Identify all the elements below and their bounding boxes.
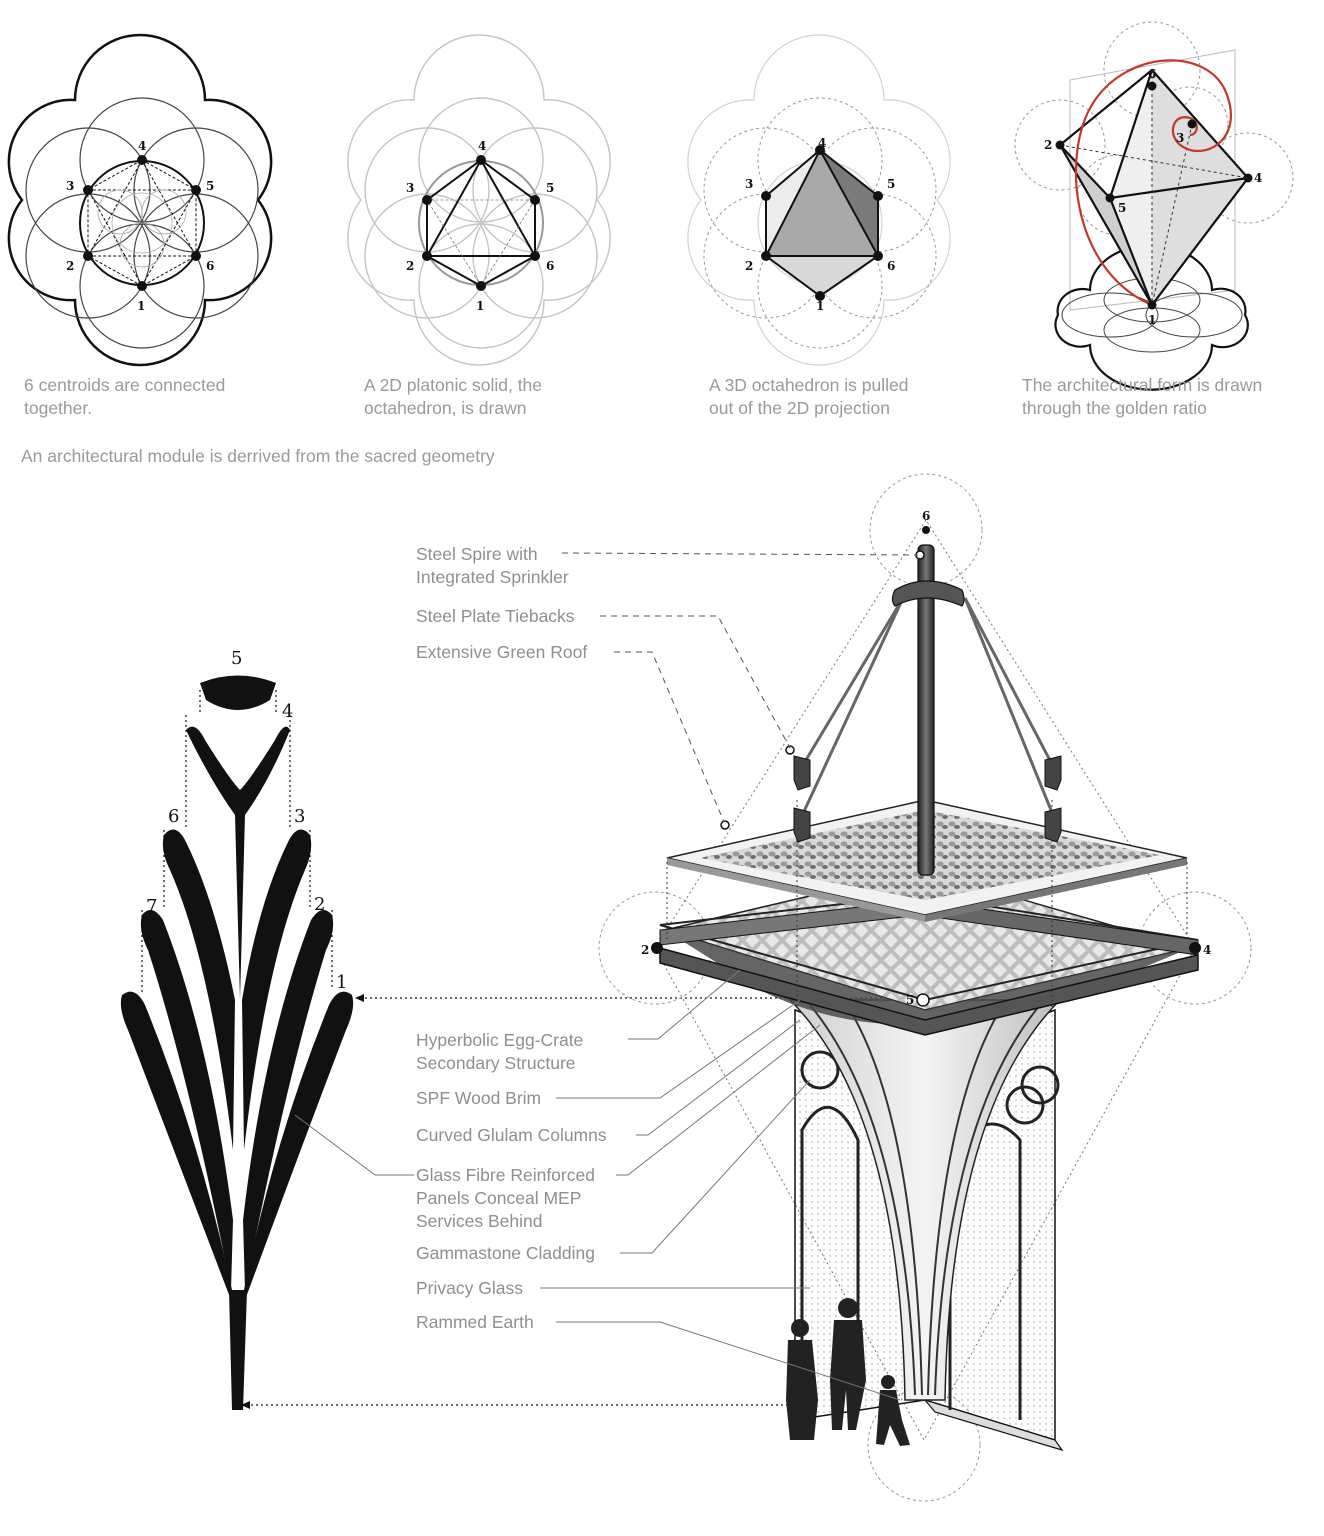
p2-point-3: 3	[406, 181, 414, 195]
fan-number-7: 7	[146, 896, 157, 917]
p4-point-2: 2	[1044, 138, 1052, 152]
fan-number-5: 5	[231, 648, 242, 669]
caption-4: The architectural form is drawn through …	[1022, 375, 1263, 418]
callout-privacy-glass: Privacy Glass	[416, 1278, 523, 1298]
p1-point-4: 4	[138, 139, 146, 153]
axon-point-2: 2	[641, 943, 649, 957]
p3-point-2: 2	[745, 259, 753, 273]
callout-gammastone: Gammastone Cladding	[416, 1243, 595, 1263]
axonometric-module: 6 2 4 5	[598, 473, 1252, 1502]
p4-point-6: 6	[1148, 67, 1156, 81]
p4-point-5: 5	[1118, 201, 1126, 215]
callout-rammed-earth: Rammed Earth	[416, 1312, 534, 1332]
p1-point-2: 2	[66, 259, 74, 273]
p3-point-4: 4	[818, 136, 826, 150]
callout-green-roof: Extensive Green Roof	[416, 642, 588, 662]
fan-number-6: 6	[168, 806, 179, 827]
fan-column: 5 4 6 3 7 2 1	[120, 648, 354, 1410]
callout-gfrp-panels: Glass Fibre Reinforced Panels Conceal ME…	[416, 1165, 595, 1231]
p1-point-5: 5	[206, 179, 214, 193]
p4-point-3: 3	[1176, 131, 1184, 145]
panel-2-octahedron-2d: 4 5 6 1 2 3	[347, 34, 611, 366]
p3-point-6: 6	[887, 259, 895, 273]
callout-glulam-columns: Curved Glulam Columns	[416, 1125, 607, 1145]
arrowhead-1	[355, 994, 364, 1002]
p2-point-1: 1	[476, 299, 484, 313]
p2-point-2: 2	[406, 259, 414, 273]
golden-spiral	[1074, 59, 1232, 307]
caption-1: 6 centroids are connected together.	[24, 375, 226, 418]
caption-3: A 3D octahedron is pulled out of the 2D …	[709, 375, 909, 418]
fan-number-4: 4	[282, 701, 293, 722]
panel-3-octahedron-3d: 4 5 6 1 2 3	[687, 34, 951, 366]
subtitle: An architectural module is derrived from…	[21, 446, 495, 466]
p2-point-4: 4	[478, 139, 486, 153]
p3-point-3: 3	[745, 177, 753, 191]
fan-number-1: 1	[336, 972, 347, 993]
callout-leaders	[294, 552, 919, 1401]
arrowhead-2	[241, 1401, 250, 1409]
p2-point-6: 6	[546, 259, 554, 273]
axon-point-4: 4	[1203, 943, 1211, 957]
fan-number-3: 3	[294, 806, 305, 827]
callout-steel-plate-tiebacks: Steel Plate Tiebacks	[416, 606, 575, 626]
p1-point-1: 1	[137, 299, 145, 313]
p3-point-1: 1	[816, 299, 824, 313]
p1-point-3: 3	[66, 179, 74, 193]
callout-egg-crate: Hyperbolic Egg-Crate Secondary Structure	[416, 1030, 584, 1073]
axon-point-5: 5	[906, 993, 914, 1007]
axon-point-6: 6	[922, 509, 930, 523]
fan-number-2: 2	[314, 894, 325, 915]
p3-point-5: 5	[887, 177, 895, 191]
panel-1-centroids: 4 5 6 1 2 3	[7, 33, 273, 367]
callout-steel-spire: Steel Spire with Integrated Sprinkler	[416, 544, 569, 587]
panel-4-golden-ratio: 6 2 4 5 3 1	[1014, 21, 1294, 391]
p4-point-1: 1	[1148, 313, 1156, 327]
callout-wood-brim: SPF Wood Brim	[416, 1088, 542, 1108]
p4-point-4: 4	[1254, 171, 1262, 185]
caption-2: A 2D platonic solid, the octahedron, is …	[364, 375, 543, 418]
p1-point-6: 6	[206, 259, 214, 273]
p2-point-5: 5	[546, 181, 554, 195]
